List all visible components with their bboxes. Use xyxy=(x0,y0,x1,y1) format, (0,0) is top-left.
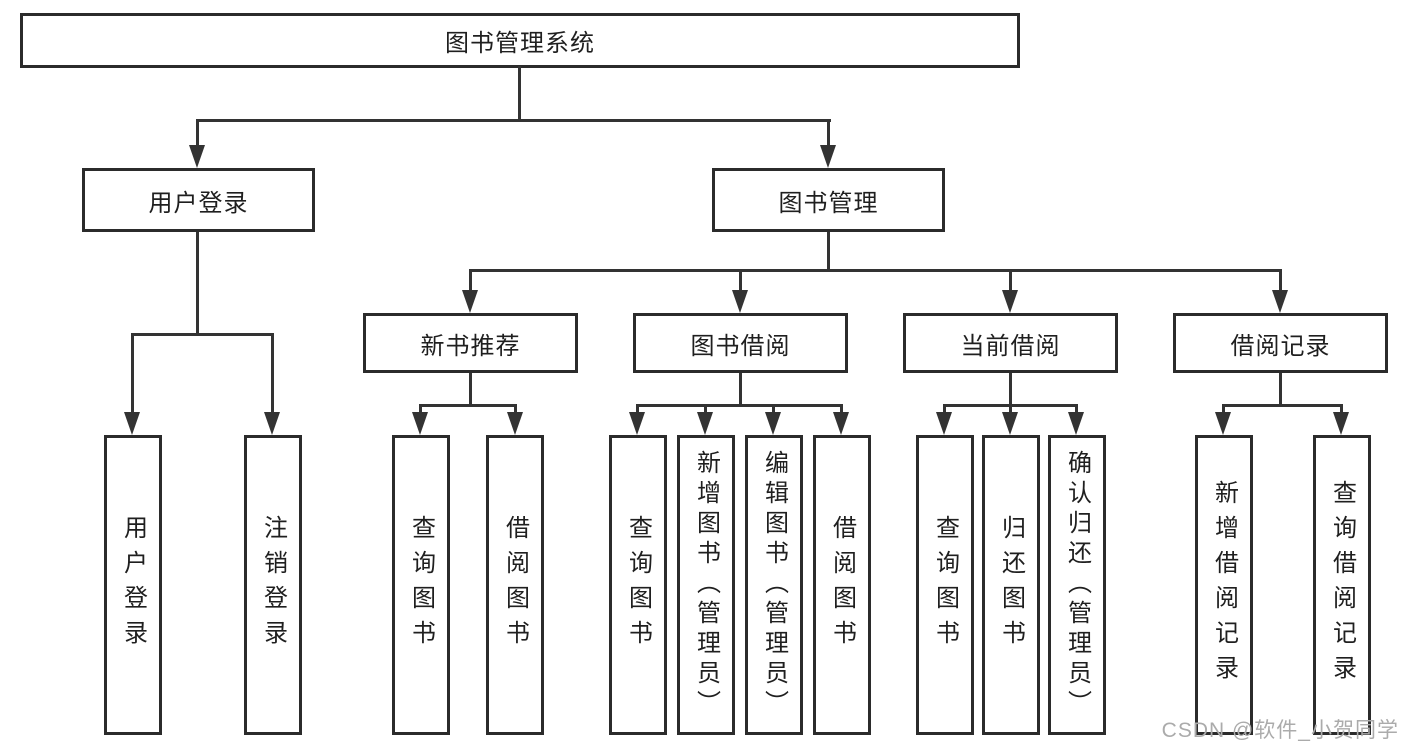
connector-vline xyxy=(196,232,199,336)
leaf-label: 查询图书 xyxy=(624,515,652,655)
leaf-user-login: 用户登录 xyxy=(104,435,162,735)
arrow-down-icon xyxy=(732,290,748,313)
node-root-library-system: 图书管理系统 xyxy=(20,13,1020,68)
connector-vline xyxy=(1279,373,1282,407)
connector-vline xyxy=(1009,373,1012,407)
connector-vline xyxy=(1009,269,1012,295)
connector-vline xyxy=(772,404,775,416)
leaf-label: 注销登录 xyxy=(259,515,287,655)
node-label: 借阅记录 xyxy=(1230,332,1331,360)
connector-vline xyxy=(1009,404,1012,416)
connector-vline xyxy=(739,269,742,295)
arrow-down-icon xyxy=(1002,290,1018,313)
leaf-label: 用户登录 xyxy=(119,515,147,655)
leaf-label: 借阅图书 xyxy=(828,515,856,655)
leaf-edit-books-admin: 编辑图书（管理员） xyxy=(745,435,803,735)
leaf-add-books-admin: 新增图书（管理员） xyxy=(677,435,735,735)
connector-vline xyxy=(518,66,521,122)
leaf-label: 借阅图书 xyxy=(501,515,529,655)
leaf-label: 新增借阅记录 xyxy=(1210,480,1238,690)
arrow-down-icon xyxy=(629,412,645,435)
arrow-down-icon xyxy=(833,412,849,435)
leaf-return-books: 归还图书 xyxy=(982,435,1040,735)
leaf-label: 新增图书（管理员） xyxy=(692,450,720,720)
leaf-label: 归还图书 xyxy=(997,515,1025,655)
node-label: 图书管理系统 xyxy=(445,30,595,57)
connector-hline xyxy=(197,119,831,122)
arrow-down-icon xyxy=(1215,412,1231,435)
arrow-down-icon xyxy=(1272,290,1288,313)
connector-hline xyxy=(1222,404,1342,407)
connector-vline xyxy=(469,269,472,295)
node-book-management: 图书管理 xyxy=(712,168,945,232)
leaf-query-books-borrow: 查询图书 xyxy=(609,435,667,735)
arrow-down-icon xyxy=(507,412,523,435)
connector-hline xyxy=(419,404,517,407)
leaf-confirm-return-admin: 确认归还（管理员） xyxy=(1048,435,1106,735)
arrow-down-icon xyxy=(462,290,478,313)
connector-vline xyxy=(704,404,707,416)
leaf-label: 查询图书 xyxy=(407,515,435,655)
arrow-down-icon xyxy=(765,412,781,435)
connector-vline xyxy=(1222,404,1225,416)
connector-vline xyxy=(1075,404,1078,416)
node-new-book-recommend: 新书推荐 xyxy=(363,313,578,373)
arrow-down-icon xyxy=(1333,412,1349,435)
arrow-down-icon xyxy=(697,412,713,435)
arrow-down-icon xyxy=(264,412,280,435)
leaf-logout: 注销登录 xyxy=(244,435,302,735)
arrow-down-icon xyxy=(189,145,205,168)
connector-vline xyxy=(827,119,830,149)
connector-vline xyxy=(943,404,946,416)
csdn-watermark: CSDN @软件_小贺同学 xyxy=(1161,719,1399,742)
arrow-down-icon xyxy=(1002,412,1018,435)
connector-vline xyxy=(131,333,134,417)
arrow-down-icon xyxy=(1068,412,1084,435)
node-label: 图书管理 xyxy=(778,189,879,217)
leaf-query-books-recommend: 查询图书 xyxy=(392,435,450,735)
connector-vline xyxy=(196,119,199,149)
leaf-query-borrow-record: 查询借阅记录 xyxy=(1313,435,1371,735)
leaf-label: 确认归还（管理员） xyxy=(1063,450,1091,720)
connector-vline xyxy=(1340,404,1343,416)
leaf-borrow-books: 借阅图书 xyxy=(813,435,871,735)
connector-vline xyxy=(636,404,639,416)
connector-vline xyxy=(419,404,422,416)
node-borrow-record: 借阅记录 xyxy=(1173,313,1388,373)
arrow-down-icon xyxy=(936,412,952,435)
arrow-down-icon xyxy=(124,412,140,435)
node-label: 新书推荐 xyxy=(420,332,521,360)
node-current-borrow: 当前借阅 xyxy=(903,313,1118,373)
connector-vline xyxy=(739,373,742,407)
node-user-login: 用户登录 xyxy=(82,168,315,232)
connector-hline xyxy=(131,333,274,336)
connector-vline xyxy=(271,333,274,417)
connector-hline xyxy=(636,404,843,407)
connector-vline xyxy=(514,404,517,416)
leaf-label: 查询借阅记录 xyxy=(1328,480,1356,690)
leaf-label: 编辑图书（管理员） xyxy=(760,450,788,720)
connector-hline xyxy=(469,269,1282,272)
connector-vline xyxy=(840,404,843,416)
leaf-query-books-current: 查询图书 xyxy=(916,435,974,735)
connector-vline xyxy=(827,232,830,272)
arrow-down-icon xyxy=(412,412,428,435)
connector-vline xyxy=(469,373,472,407)
leaf-borrow-books-recommend: 借阅图书 xyxy=(486,435,544,735)
node-label: 图书借阅 xyxy=(690,332,791,360)
leaf-label: 查询图书 xyxy=(931,515,959,655)
node-label: 用户登录 xyxy=(148,189,249,217)
node-label: 当前借阅 xyxy=(960,332,1061,360)
leaf-add-borrow-record: 新增借阅记录 xyxy=(1195,435,1253,735)
arrow-down-icon xyxy=(820,145,836,168)
node-book-borrow: 图书借阅 xyxy=(633,313,848,373)
connector-vline xyxy=(1279,269,1282,295)
